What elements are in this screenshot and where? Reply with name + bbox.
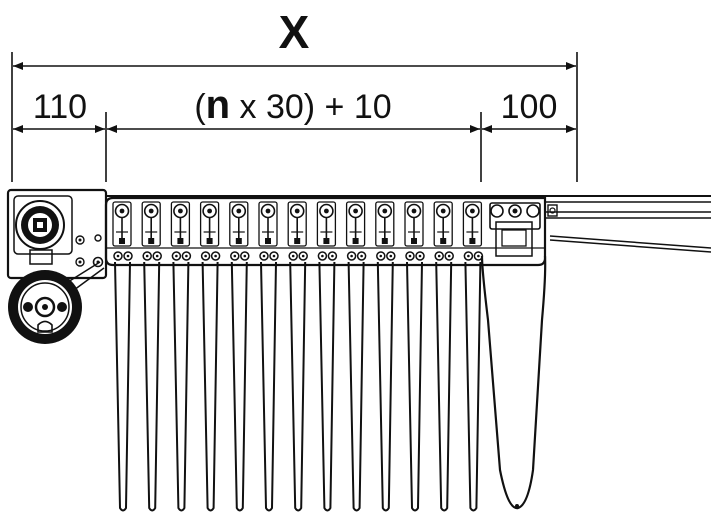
dimension-label-middle: (n x 30) + 10 — [194, 83, 391, 127]
hanger-cord — [230, 261, 248, 512]
hanger-runner — [258, 201, 279, 261]
formula-open-paren: ( — [194, 88, 206, 126]
hanger-runner — [199, 201, 221, 261]
pulley-wheel — [8, 270, 82, 344]
hanger-runner — [316, 201, 338, 261]
formula-variable-n: n — [206, 83, 230, 127]
hanger-cord — [464, 261, 482, 512]
hanger-runner — [141, 201, 162, 261]
dimension-label-left: 110 — [33, 88, 87, 126]
hanger-cord — [143, 261, 161, 512]
dimension-lines — [11, 52, 578, 182]
hanger-cord — [201, 261, 219, 512]
hanger-cord — [289, 261, 307, 512]
hanger-runner — [375, 201, 396, 261]
hanger-runner — [462, 201, 484, 261]
hanger-cord — [406, 261, 423, 512]
hanger-runner — [112, 201, 133, 261]
hanger-runner — [170, 201, 192, 261]
hanger-runner — [433, 201, 454, 261]
hanger-runner — [287, 201, 308, 261]
hanger-cord — [376, 261, 394, 512]
hanger-runner — [404, 201, 425, 261]
hanger-cord — [260, 261, 277, 512]
rail — [106, 195, 711, 253]
hanger-cord — [318, 261, 336, 512]
hanger-cord — [435, 261, 453, 512]
hanger-runner — [229, 201, 250, 261]
dimension-label-right: 100 — [501, 88, 558, 126]
carriage-track — [104, 196, 547, 267]
hanger-cord — [347, 261, 365, 512]
hanger-cord — [114, 261, 131, 512]
hanger-cord — [172, 261, 190, 512]
hanger-runner — [345, 201, 367, 261]
hanger-group — [112, 201, 484, 512]
formula-rest: x 30) + 10 — [230, 88, 392, 126]
dimension-label-total: X — [279, 6, 310, 58]
pull-cord-loop — [480, 255, 547, 510]
